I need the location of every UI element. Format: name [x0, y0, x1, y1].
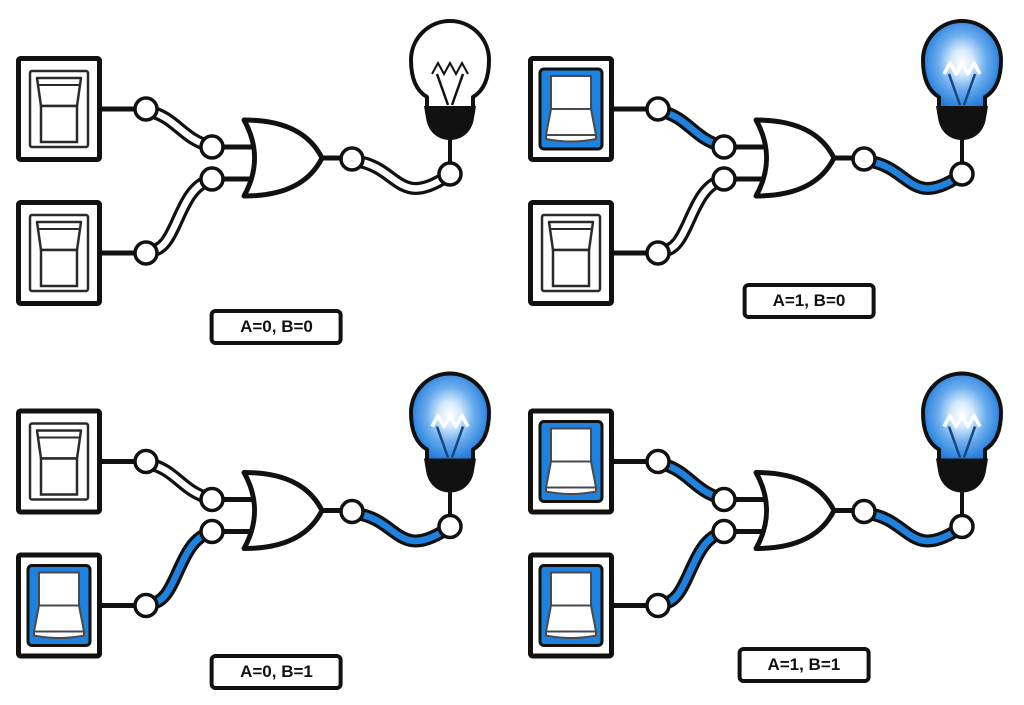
switch-b-icon	[19, 203, 100, 304]
connector-node-icon	[711, 518, 737, 545]
light-bulb-icon	[409, 19, 491, 167]
connector-node-icon	[645, 448, 671, 475]
wire-a	[614, 462, 772, 500]
light-bulb-icon	[409, 371, 491, 520]
state-label: A=0, B=1	[210, 654, 343, 690]
connector-node-icon	[711, 134, 737, 160]
state-label: A=0, B=0	[210, 309, 343, 345]
circuit-panel-a1b0: A=1, B=0	[512, 0, 1024, 352]
switch-a-icon	[531, 59, 612, 160]
circuit-panel-a0b1: A=0, B=1	[0, 352, 512, 705]
wire-b	[614, 532, 772, 606]
or-gate-icon	[244, 473, 322, 549]
state-label-text: A=0, B=1	[240, 662, 313, 681]
wire-a	[614, 109, 772, 147]
connector-node-icon	[645, 592, 671, 619]
wire-b	[102, 532, 260, 606]
connector-node-icon	[437, 161, 463, 187]
connector-node-icon	[133, 592, 159, 619]
connector-node-icon	[339, 498, 365, 525]
or-gate-icon	[756, 120, 834, 196]
or-gate-icon	[756, 473, 834, 549]
light-bulb-icon	[921, 371, 1003, 520]
connector-node-icon	[711, 486, 737, 513]
wire-a	[102, 109, 260, 147]
connector-node-icon	[339, 146, 365, 172]
light-bulb-icon	[921, 19, 1003, 167]
connector-node-icon	[949, 513, 975, 540]
wire-b	[102, 179, 260, 253]
switch-b-icon	[531, 555, 612, 656]
circuit-panel-a1b1: A=1, B=1	[512, 352, 1024, 705]
state-label: A=1, B=1	[737, 647, 871, 683]
connector-node-icon	[711, 166, 737, 192]
connector-node-icon	[133, 96, 159, 122]
connector-node-icon	[851, 146, 877, 172]
connector-node-icon	[645, 96, 671, 122]
connector-node-icon	[199, 134, 225, 160]
state-label: A=1, B=0	[742, 283, 876, 319]
circuit-diagram	[512, 371, 1003, 705]
switch-b-icon	[531, 203, 612, 304]
circuit-diagram	[0, 371, 491, 705]
or-gate-icon	[244, 120, 322, 196]
state-label-text: A=1, B=1	[767, 655, 841, 674]
connector-node-icon	[199, 486, 225, 513]
wire-a	[102, 462, 260, 500]
switch-a-icon	[19, 411, 100, 512]
switch-a-icon	[531, 411, 612, 512]
state-label-text: A=1, B=0	[772, 291, 846, 310]
switch-b-icon	[19, 555, 100, 656]
circuit-panel-a0b0: A=0, B=0	[0, 0, 512, 352]
state-label-text: A=0, B=0	[240, 317, 313, 336]
connector-node-icon	[645, 240, 671, 266]
wire-b	[614, 179, 772, 253]
connector-node-icon	[133, 448, 159, 475]
connector-node-icon	[199, 166, 225, 192]
circuit-diagram	[512, 19, 1003, 352]
connector-node-icon	[199, 518, 225, 545]
connector-node-icon	[133, 240, 159, 266]
connector-node-icon	[851, 498, 877, 525]
switch-a-icon	[19, 59, 100, 160]
connector-node-icon	[949, 161, 975, 187]
connector-node-icon	[437, 513, 463, 540]
circuit-diagram	[0, 19, 491, 352]
